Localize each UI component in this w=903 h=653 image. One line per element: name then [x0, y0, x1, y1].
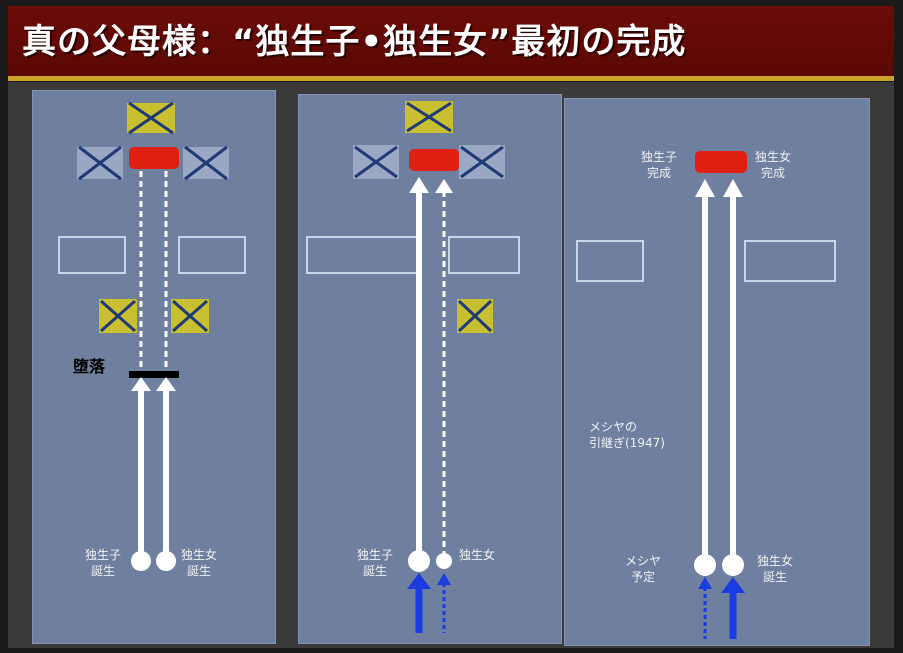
- panel-1-drawing: [58, 101, 246, 571]
- panel-partial: 独生子 誕生 独生女: [298, 94, 562, 644]
- fall-label: 堕落: [73, 357, 106, 376]
- title-underline: [8, 76, 894, 81]
- node-label-left: 独生子 誕生: [357, 548, 394, 578]
- slide-title: 真の父母様：“独生子•独生女”最初の完成: [22, 22, 687, 62]
- panel-completion: 独生子 完成 独生女 完成 メシヤの 引継ぎ(1947) メシヤ 予定 独生女 …: [564, 98, 870, 646]
- fall-bar: [129, 371, 179, 378]
- node-label-left: 独生子 誕生: [85, 548, 122, 578]
- red-node: [695, 151, 747, 173]
- node-label-left: メシヤ 予定: [625, 554, 662, 584]
- top-label-left: 独生子 完成: [641, 150, 678, 180]
- diagram-area: 堕落 独生子 誕生 独生女 誕生: [8, 82, 894, 648]
- node-label-right: 独生女: [459, 548, 496, 562]
- node-label-right: 独生女 誕生: [757, 554, 794, 584]
- title-bar: 真の父母様：“独生子•独生女”最初の完成: [8, 6, 894, 78]
- top-label-right: 独生女 完成: [755, 150, 792, 180]
- panel-3-drawing: [576, 151, 836, 639]
- red-node: [129, 147, 179, 169]
- middle-label: メシヤの 引継ぎ(1947): [589, 420, 665, 450]
- panel-failure: 堕落 独生子 誕生 独生女 誕生: [32, 90, 276, 644]
- panel-2-drawing: [306, 101, 520, 633]
- red-node: [409, 149, 459, 171]
- node-label-right: 独生女 誕生: [181, 548, 218, 578]
